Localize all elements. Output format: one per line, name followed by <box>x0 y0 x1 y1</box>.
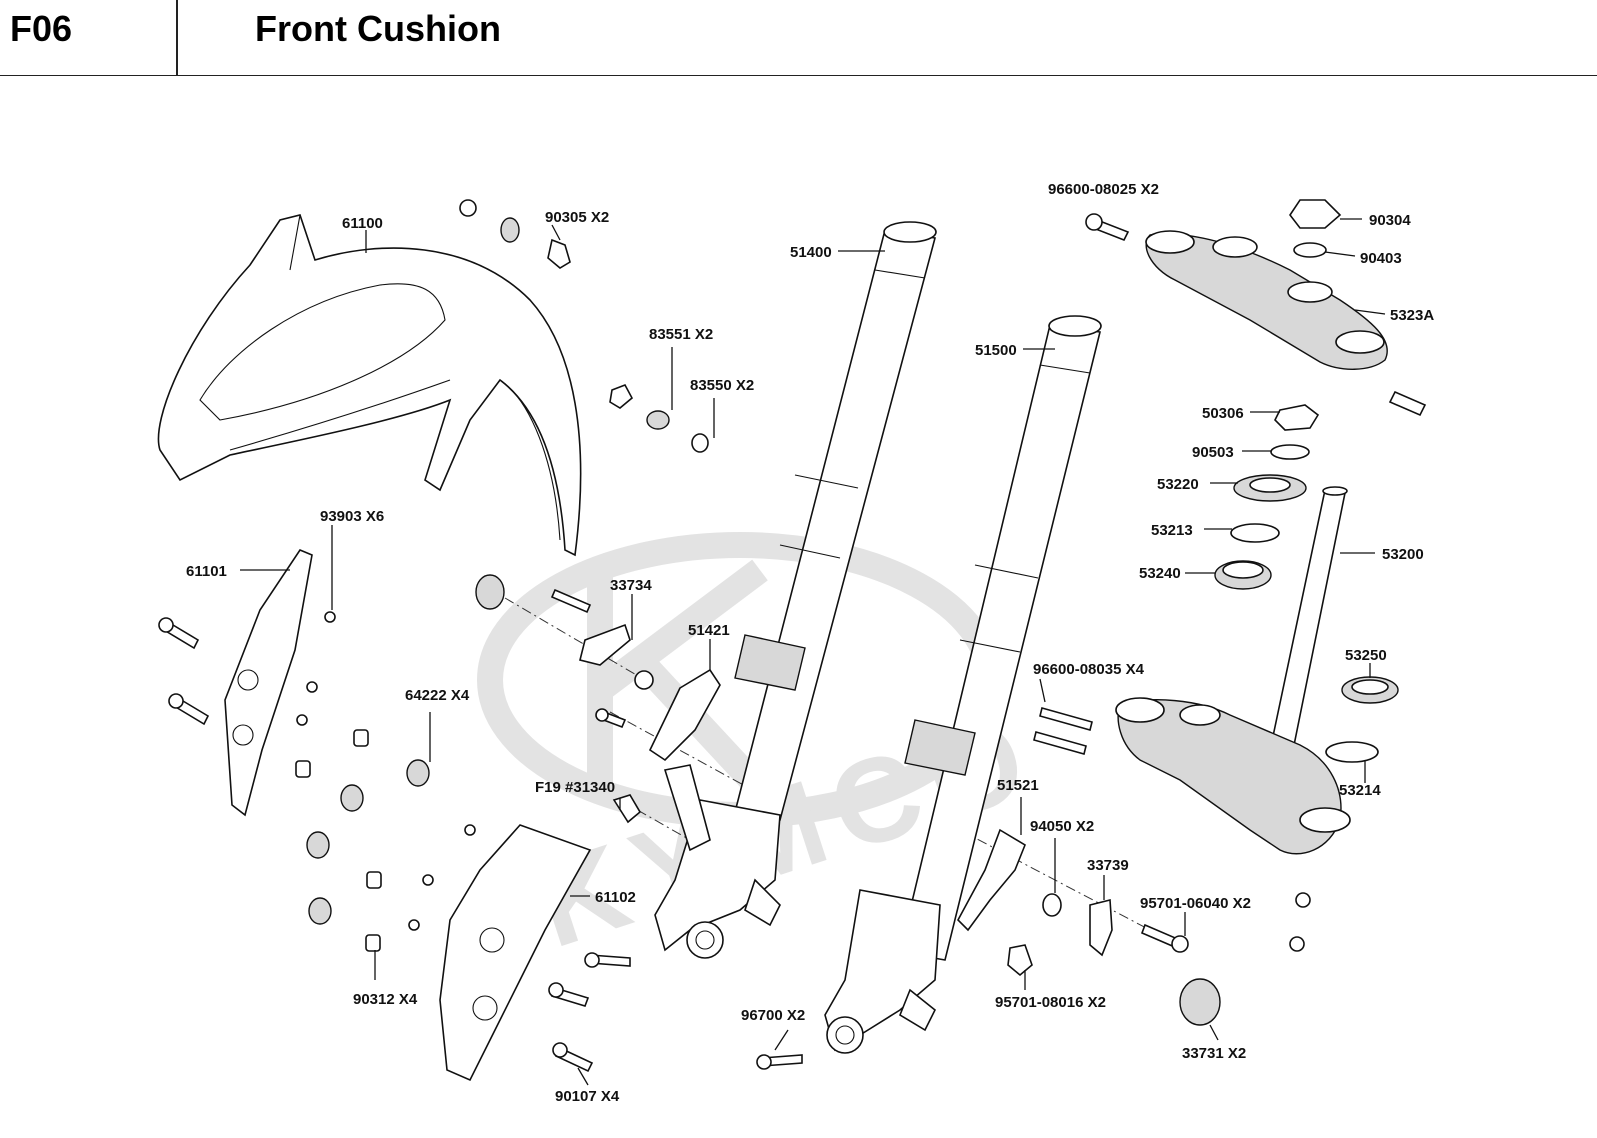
label-96700: 96700 X2 <box>741 1007 805 1024</box>
fork-tube-51500 <box>824 315 1102 1054</box>
label-51421: 51421 <box>688 622 730 639</box>
label-83550: 83550 X2 <box>690 377 754 394</box>
label-96600-08025: 96600-08025 X2 <box>1048 181 1159 198</box>
label-90107: 90107 X4 <box>555 1088 620 1105</box>
label-61100: 61100 <box>342 215 383 232</box>
label-53200: 53200 <box>1382 546 1424 563</box>
label-50306: 50306 <box>1202 405 1244 422</box>
label-51400: 51400 <box>790 244 832 261</box>
label-95701-08016: 95701-08016 X2 <box>995 994 1106 1011</box>
label-83551: 83551 X2 <box>649 326 713 343</box>
fork-guard-61101 <box>224 549 313 817</box>
page-title: Front Cushion <box>255 8 501 49</box>
leader-lines <box>240 218 1386 1086</box>
steering-stem-53200 <box>1115 486 1351 855</box>
fork-tube-51400 <box>654 221 937 959</box>
label-61102: 61102 <box>595 889 636 906</box>
front-fender-61100 <box>157 214 582 557</box>
label-33734: 33734 <box>610 577 652 594</box>
label-61101: 61101 <box>186 563 227 580</box>
top-right-hardware <box>1085 199 1427 417</box>
label-90312: 90312 X4 <box>353 991 418 1008</box>
label-53250: 53250 <box>1345 647 1387 664</box>
lower-middle-bolts <box>548 952 803 1073</box>
label-53240: 53240 <box>1139 565 1181 582</box>
label-64222: 64222 X4 <box>405 687 470 704</box>
section-code: F06 <box>10 8 73 49</box>
page-header: F06 Front Cushion <box>0 0 1597 76</box>
label-93903: 93903 X6 <box>320 508 384 525</box>
label-90403: 90403 <box>1360 250 1402 267</box>
label-96600-08035: 96600-08035 X4 <box>1033 661 1145 678</box>
label-90305: 90305 X2 <box>545 209 609 226</box>
label-90304: 90304 <box>1369 212 1411 229</box>
right-lower-hardware <box>957 828 1311 1026</box>
label-94050: 94050 X2 <box>1030 818 1094 835</box>
small-hardware-top <box>459 199 709 453</box>
fork-guard-61102 <box>439 824 592 1082</box>
steering-bearing-stack <box>1214 404 1320 590</box>
label-53214: 53214 <box>1339 782 1381 799</box>
label-F19: F19 #31340 <box>535 779 615 796</box>
seals-53250-53214 <box>1325 676 1399 763</box>
label-33739: 33739 <box>1087 857 1129 874</box>
left-bolt-cluster <box>158 611 476 952</box>
label-33731: 33731 X2 <box>1182 1045 1246 1062</box>
label-51500: 51500 <box>975 342 1017 359</box>
top-bridge-5323A <box>1145 230 1388 370</box>
label-51521: 51521 <box>997 777 1039 794</box>
bolts-96600-08035 <box>1033 707 1093 755</box>
part-labels: 61100 90305 X2 83551 X2 83550 X2 51400 5… <box>186 181 1434 1105</box>
label-5323A: 5323A <box>1390 307 1434 324</box>
label-53213: 53213 <box>1151 522 1193 539</box>
label-95701-06040: 95701-06040 X2 <box>1140 895 1251 912</box>
header-divider <box>176 0 178 75</box>
label-53220: 53220 <box>1157 476 1199 493</box>
label-90503: 90503 <box>1192 444 1234 461</box>
